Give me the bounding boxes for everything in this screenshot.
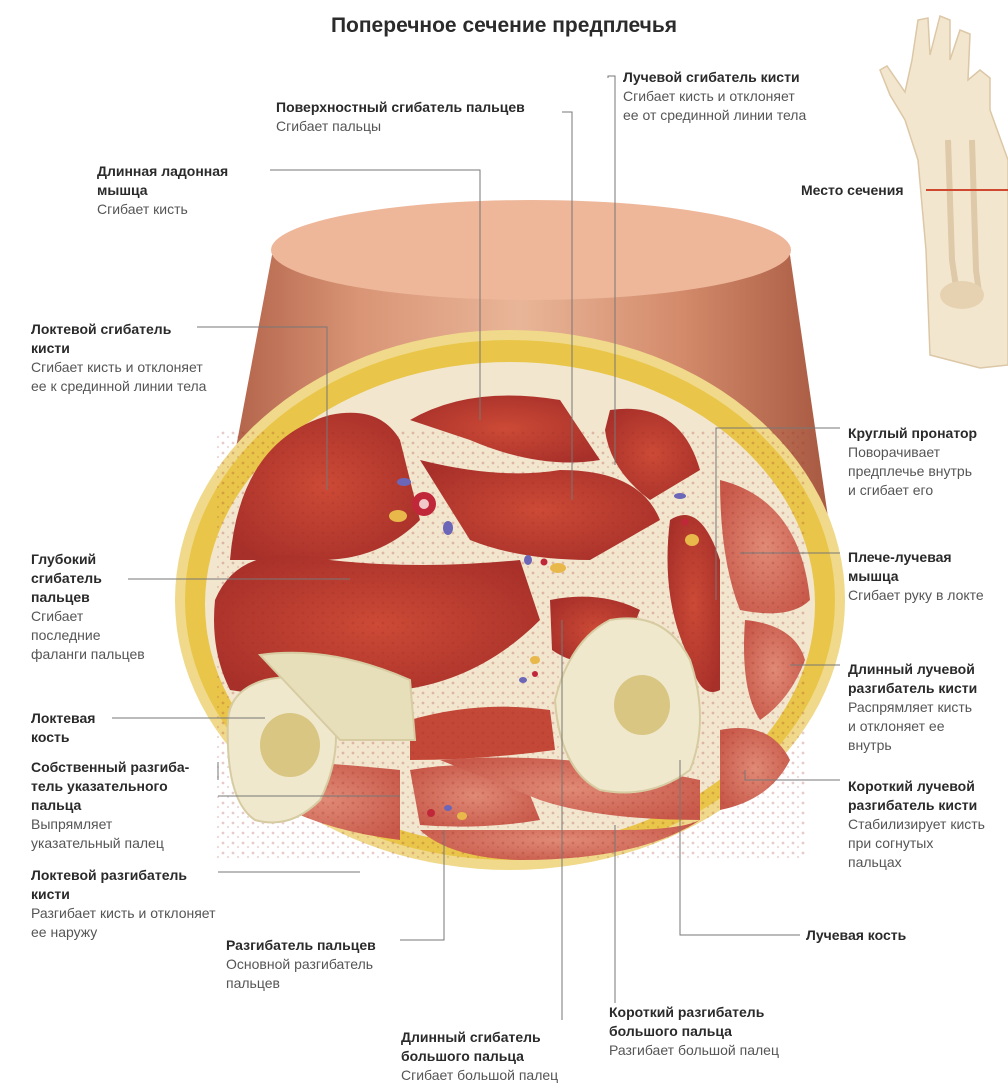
label-section-marker: Место сечения	[801, 181, 904, 200]
label-flexor-carpi-ulnaris: Локтевой сгибатель кисти Сгибает кисть и…	[31, 320, 206, 396]
label-flexor-carpi-radialis: Лучевой сгибатель кисти Сгибает кисть и …	[623, 68, 806, 125]
label-brachioradialis: Плече-лучевая мышца Сгибает руку в локте	[848, 548, 984, 605]
label-pronator-teres: Круглый пронатор Поворачивает предплечье…	[848, 424, 977, 500]
label-extensor-indicis: Собственный разгиба- тель указательного …	[31, 758, 189, 853]
label-extensor-carpi-ulnaris: Локтевой разгибатель кисти Разгибает кис…	[31, 866, 216, 942]
label-extensor-carpi-radialis-brevis: Короткий лучевой разгибатель кисти Стаби…	[848, 777, 985, 872]
cross-section-face	[175, 330, 845, 870]
label-ulna: Локтевая кость	[31, 709, 95, 747]
label-extensor-pollicis-brevis: Короткий разгибатель большого пальца Раз…	[609, 1003, 779, 1060]
label-flexor-pollicis-longus: Длинный сгибатель большого пальца Сгибае…	[401, 1028, 558, 1085]
label-flexor-digitorum-superficialis: Поверхностный сгибатель пальцев Сгибает …	[276, 98, 525, 136]
label-radius: Лучевая кость	[806, 926, 906, 945]
label-extensor-carpi-radialis-longus: Длинный лучевой разгибатель кисти Распря…	[848, 660, 977, 755]
label-extensor-digitorum: Разгибатель пальцев Основной разгибатель…	[226, 936, 376, 993]
label-flexor-digitorum-profundus: Глубокий сгибатель пальцев Сгибает после…	[31, 550, 145, 664]
label-palmaris-longus: Длинная ладонная мышца Сгибает кисть	[97, 162, 228, 219]
